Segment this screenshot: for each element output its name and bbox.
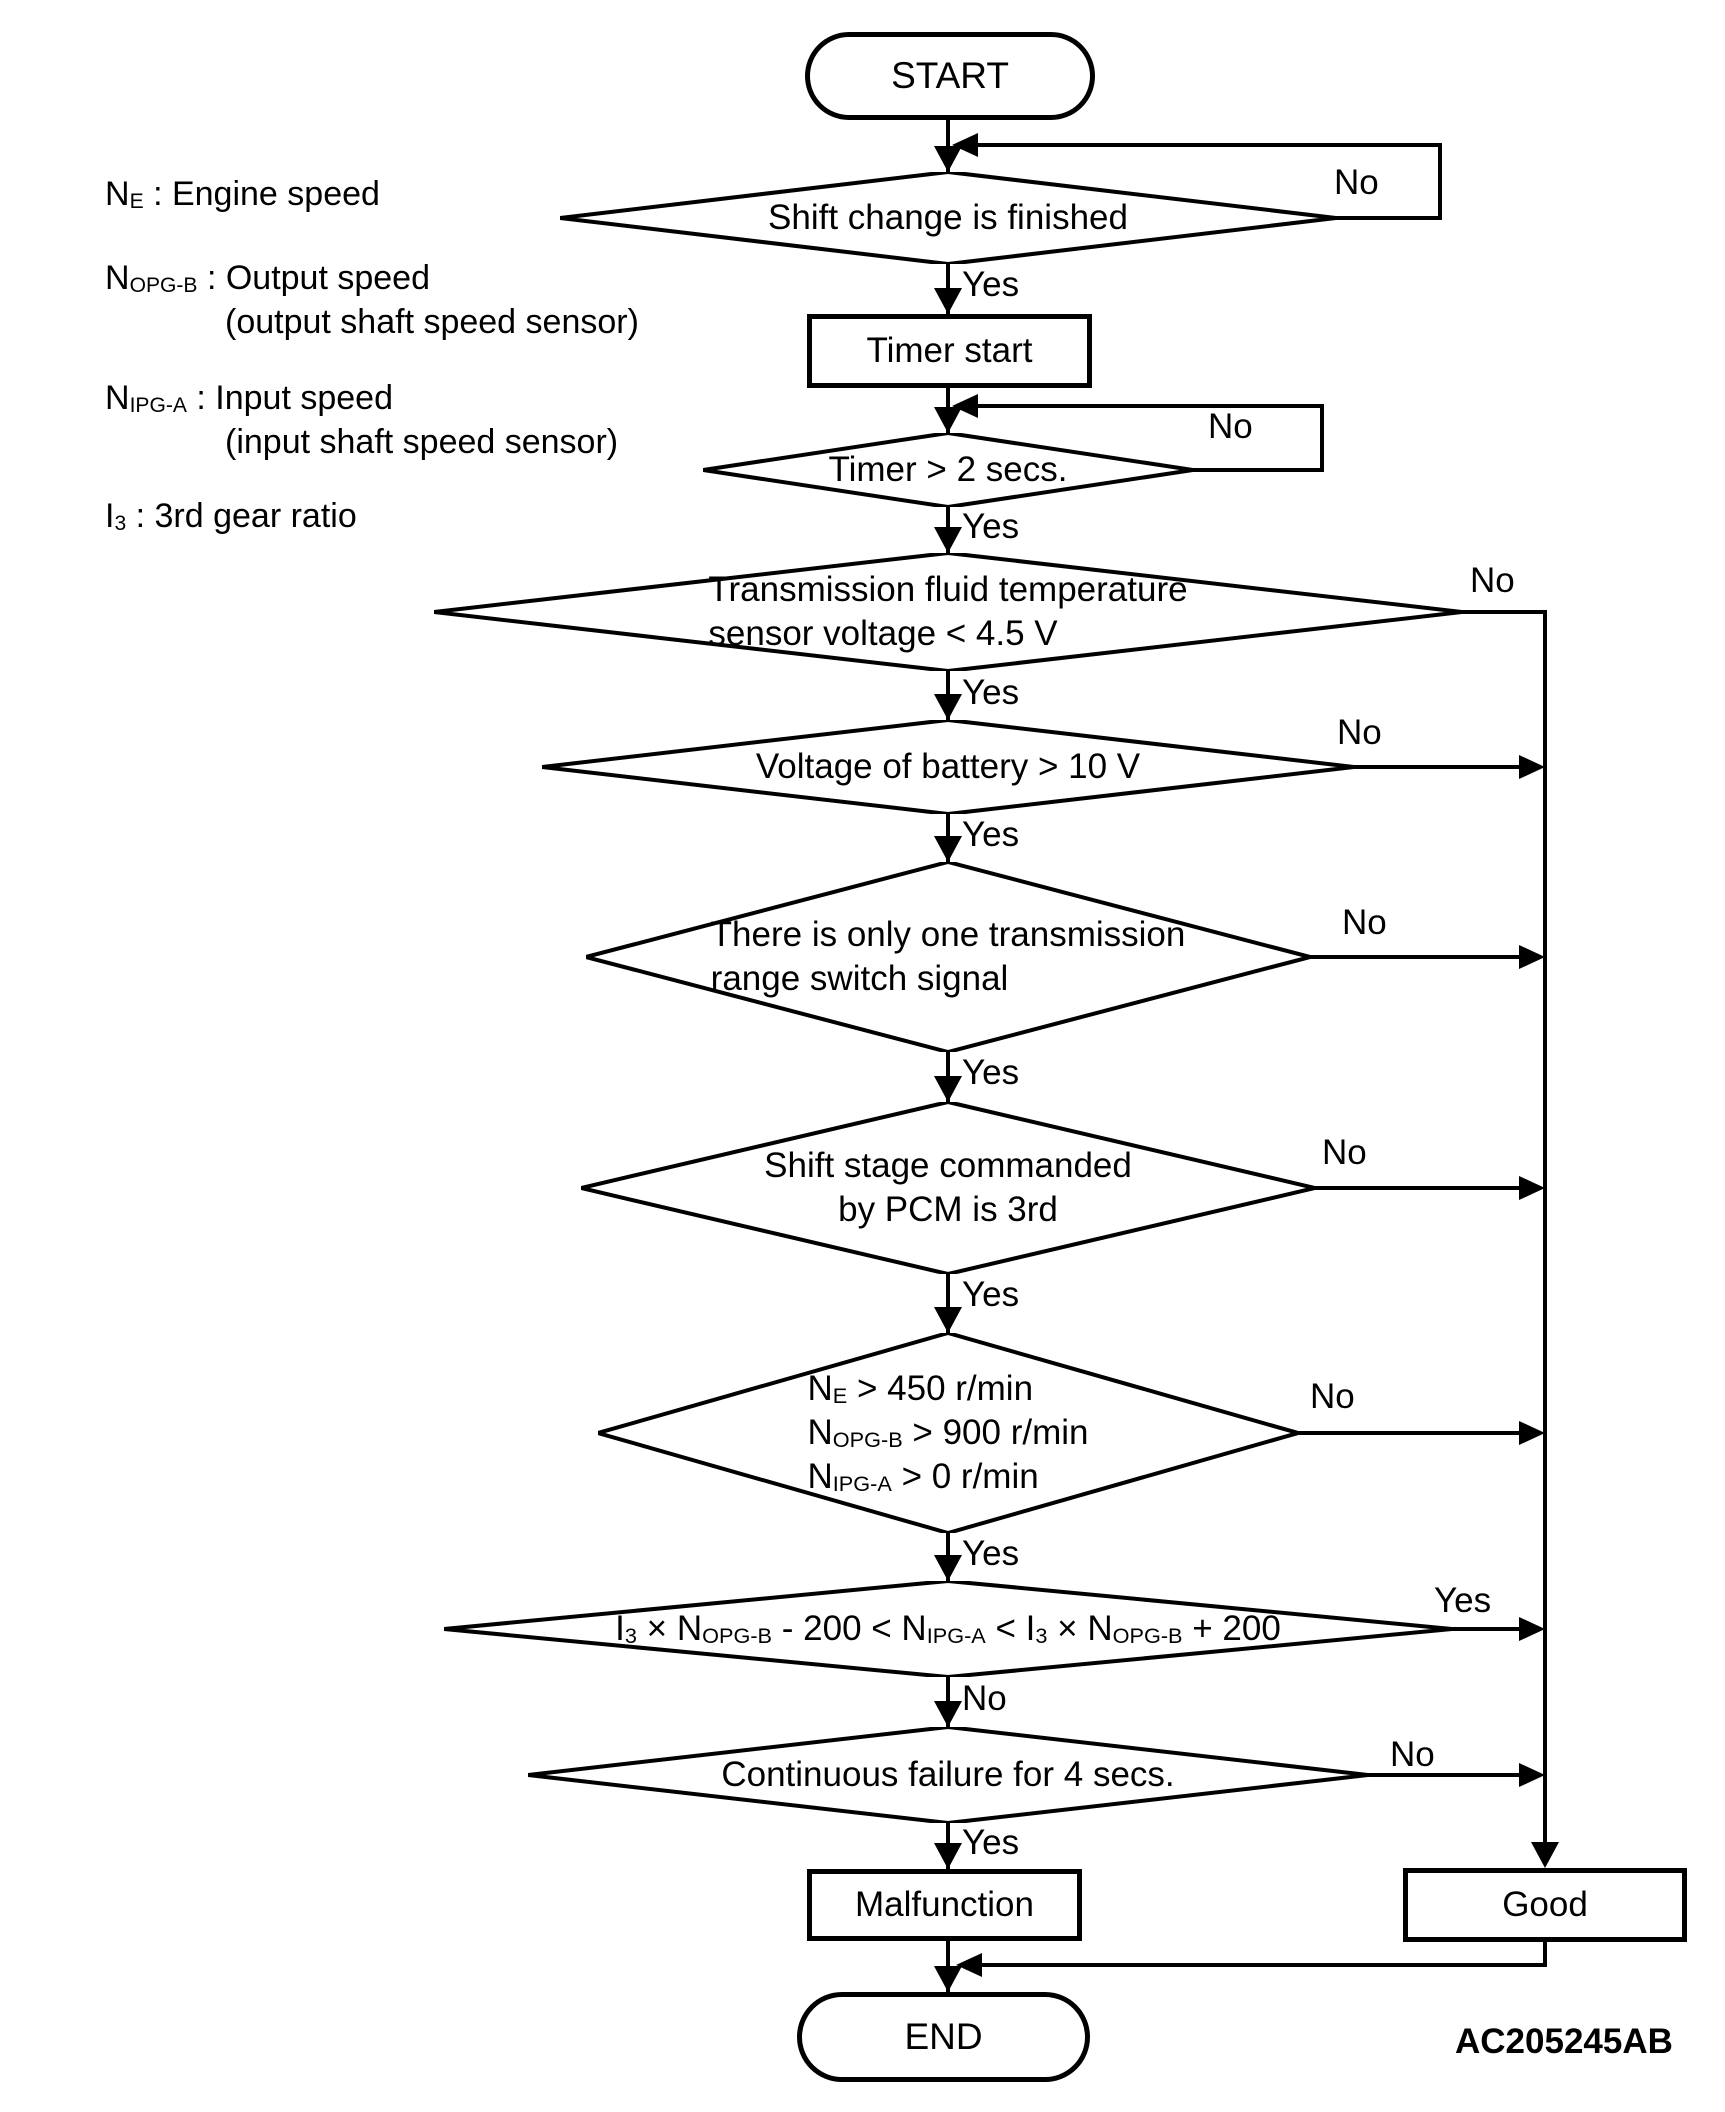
loop1-tip-line [1336,216,1442,220]
decision-ratio-window: I3 × NOPG-B - 200 < NIPG-A < I3 × NOPG-B… [444,1581,1452,1677]
edge-label-d7-no: No [1310,1377,1355,1416]
diamond-shape [528,1727,1368,1823]
diamond-shape [598,1333,1298,1533]
process-timer-start: Timer start [807,314,1092,388]
arrow-loop1-icon [952,133,978,157]
arrow-loop2-icon [952,394,978,418]
edge-label-d7-yes: Yes [962,1534,1020,1573]
edge-label-d2-yes: Yes [962,507,1020,546]
result-label: Malfunction [855,1885,1034,1924]
start-terminator: START [805,32,1095,120]
arrow-into-d6-icon [934,1076,962,1102]
edge-label-d9-no: No [1390,1735,1435,1774]
legend-output-speed: NOPG-B : Output speed(output shaft speed… [105,259,639,341]
arrow-into-d3-icon [934,527,962,553]
diamond-shape [560,172,1336,264]
legend-engine-speed: NE : Engine speed [105,175,380,213]
decision-shift-change-finished: Shift change is finished [560,172,1336,264]
arrow-into-timer-icon [934,288,962,314]
arrow-into-end-icon [934,1966,962,1992]
result-label: Good [1502,1885,1588,1924]
diamond-shape [444,1581,1452,1677]
edge-d6-no [1315,1186,1519,1190]
diamond-shape [703,433,1193,507]
edge-label-d6-no: No [1322,1133,1367,1172]
arrow-into-d5-icon [934,836,962,862]
right-rail [1543,610,1547,1845]
loop1-return-line [978,143,1442,147]
decision-battery-voltage: Voltage of battery > 10 V [542,720,1354,814]
edge-label-d8-yes: Yes [1434,1581,1492,1620]
arrow-into-d4-icon [934,694,962,720]
edge-d7-no [1298,1431,1519,1435]
edge-label-d6-yes: Yes [962,1275,1020,1314]
decision-continuous-failure: Continuous failure for 4 secs. [528,1727,1368,1823]
decision-label: Shift change is finished [768,198,1128,237]
start-label: START [891,55,1009,96]
edge-label-d5-yes: Yes [962,1053,1020,1092]
arrow-into-d7-icon [934,1307,962,1333]
arrow-d8-rail-icon [1519,1617,1545,1641]
arrow-into-d9-icon [934,1701,962,1727]
edge-label-d1-no: No [1334,163,1379,202]
decision-label: Continuous failure for 4 secs. [721,1755,1175,1794]
diamond-shape [542,720,1354,814]
arrow-into-good-icon [1531,1842,1559,1868]
result-good: Good [1403,1868,1687,1942]
arrow-into-d8-icon [934,1555,962,1581]
loop1-right-line [1438,143,1442,220]
legend-input-speed: NIPG-A : Input speed(input shaft speed s… [105,379,619,461]
edge-label-d3-yes: Yes [962,673,1020,712]
decision-timer-2-secs: Timer > 2 secs. [703,433,1193,507]
diamond-shape [434,553,1462,671]
arrow-into-malfunction-icon [934,1843,962,1869]
arrow-d4-rail-icon [1519,755,1545,779]
edge-d9-no [1368,1773,1519,1777]
edge-label-d3-no: No [1470,561,1515,600]
edge-d6-d7 [946,1274,950,1333]
edge-d4-no [1354,765,1519,769]
arrow-d5-rail-icon [1519,945,1545,969]
edge-label-d4-yes: Yes [962,815,1020,854]
end-label: END [904,2016,983,2057]
diamond-shape [586,862,1310,1052]
loop2-return-line [978,404,1324,408]
edge-d8-yes [1452,1627,1519,1631]
edge-good-return [982,1963,1547,1967]
loop2-right-line [1320,404,1324,472]
diamond-shape [581,1102,1315,1274]
edge-label-d2-no: No [1208,407,1253,446]
end-terminator: END [797,1992,1090,2082]
edge-good-down [1543,1942,1547,1967]
arrow-d7-rail-icon [1519,1421,1545,1445]
result-malfunction: Malfunction [807,1869,1082,1941]
decision-label: Timer > 2 secs. [828,450,1068,489]
decision-label: Voltage of battery > 10 V [755,747,1141,786]
edge-label-d1-yes: Yes [962,265,1020,304]
edge-label-d5-no: No [1342,903,1387,942]
figure-code: AC205245AB [1455,2022,1673,2061]
edge-label-d8-no: No [962,1679,1007,1718]
edge-label-d4-no: No [1337,713,1382,752]
arrow-d6-rail-icon [1519,1176,1545,1200]
decision-label: I3 × NOPG-B - 200 < NIPG-A < I3 × NOPG-B… [615,1609,1281,1649]
edge-d3-no [1462,610,1547,614]
process-label: Timer start [866,331,1033,370]
edge-label-d9-yes: Yes [962,1823,1020,1862]
edge-d5-no [1310,955,1519,959]
legend-gear-ratio: I3 : 3rd gear ratio [105,497,357,535]
loop2-tip-line [1193,468,1324,472]
arrow-d9-rail-icon [1519,1763,1545,1787]
